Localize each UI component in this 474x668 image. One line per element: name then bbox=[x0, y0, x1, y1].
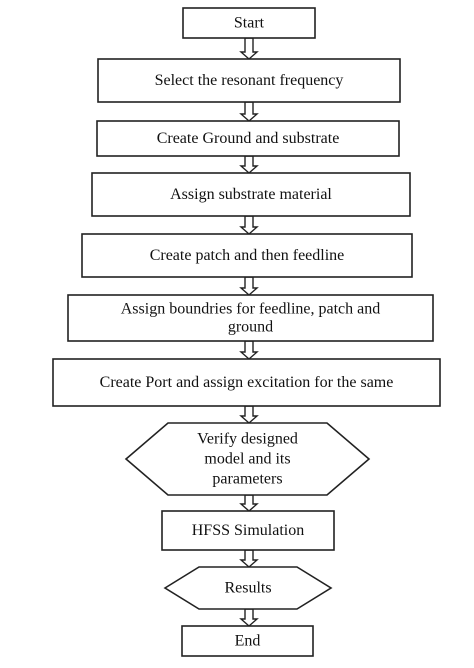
assign-substrate-material-shape bbox=[91, 172, 411, 217]
hfss-simulation-shape bbox=[161, 510, 335, 551]
results-label-line-1: Results bbox=[224, 580, 271, 597]
create-port-excitation-shape bbox=[52, 358, 441, 407]
create-port-excitation-label-line-1: Create Port and assign excitation for th… bbox=[100, 374, 394, 391]
arrow-verify-model-to-hfss-simulation bbox=[239, 494, 259, 512]
start-shape bbox=[182, 7, 316, 39]
create-patch-feedline-shape bbox=[81, 233, 413, 278]
step-create-port-excitation: Create Port and assign excitation for th… bbox=[52, 358, 441, 407]
select-frequency-label-line-1: Select the resonant frequency bbox=[155, 72, 344, 89]
arrow-hfss-simulation-to-results bbox=[239, 549, 259, 568]
arrow-create-ground-substrate-to-assign-substrate-material bbox=[239, 155, 259, 174]
step-create-patch-feedline: Create patch and then feedline bbox=[81, 233, 413, 278]
verify-model-label-line-1: Verify designed bbox=[197, 431, 298, 448]
assign-boundries-shape bbox=[67, 294, 434, 342]
arrow-assign-substrate-material-to-create-patch-feedline bbox=[239, 215, 259, 235]
arrow-results-to-end bbox=[239, 608, 259, 627]
step-assign-substrate-material: Assign substrate material bbox=[91, 172, 411, 217]
arrow-select-frequency-to-create-ground-substrate bbox=[239, 101, 259, 122]
hfss-simulation-label-line-1: HFSS Simulation bbox=[192, 522, 304, 539]
assign-boundries-label-line-2: ground bbox=[228, 319, 273, 336]
step-results: Results bbox=[163, 566, 333, 610]
assign-boundries-label-line-1: Assign boundries for feedline, patch and bbox=[121, 301, 380, 318]
step-select-frequency: Select the resonant frequency bbox=[97, 58, 401, 103]
verify-model-label-line-3: parameters bbox=[212, 471, 282, 488]
step-start: Start bbox=[182, 7, 316, 39]
step-create-ground-substrate: Create Ground and substrate bbox=[96, 120, 400, 157]
select-frequency-shape bbox=[97, 58, 401, 103]
arrow-create-patch-feedline-to-assign-boundries bbox=[239, 276, 259, 296]
step-verify-model: Verify designed model and its parameters bbox=[124, 422, 371, 496]
create-ground-substrate-shape bbox=[96, 120, 400, 157]
arrow-start-to-select-frequency bbox=[239, 37, 259, 60]
verify-model-shape bbox=[124, 422, 371, 496]
arrow-create-port-excitation-to-verify-model bbox=[239, 405, 259, 424]
arrow-assign-boundries-to-create-port-excitation bbox=[239, 340, 259, 360]
step-hfss-simulation: HFSS Simulation bbox=[161, 510, 335, 551]
connector-arrows bbox=[239, 37, 259, 627]
results-shape bbox=[163, 566, 333, 610]
create-patch-feedline-label-line-1: Create patch and then feedline bbox=[150, 247, 345, 264]
assign-substrate-material-label-line-1: Assign substrate material bbox=[170, 186, 332, 203]
end-shape bbox=[181, 625, 314, 657]
end-label-line-1: End bbox=[235, 633, 261, 650]
start-label-line-1: Start bbox=[234, 15, 265, 32]
verify-model-label-line-2: model and its bbox=[204, 451, 290, 468]
step-end: End bbox=[181, 625, 314, 657]
create-ground-substrate-label-line-1: Create Ground and substrate bbox=[157, 130, 340, 147]
step-assign-boundries: Assign boundries for feedline, patch and… bbox=[67, 294, 434, 342]
